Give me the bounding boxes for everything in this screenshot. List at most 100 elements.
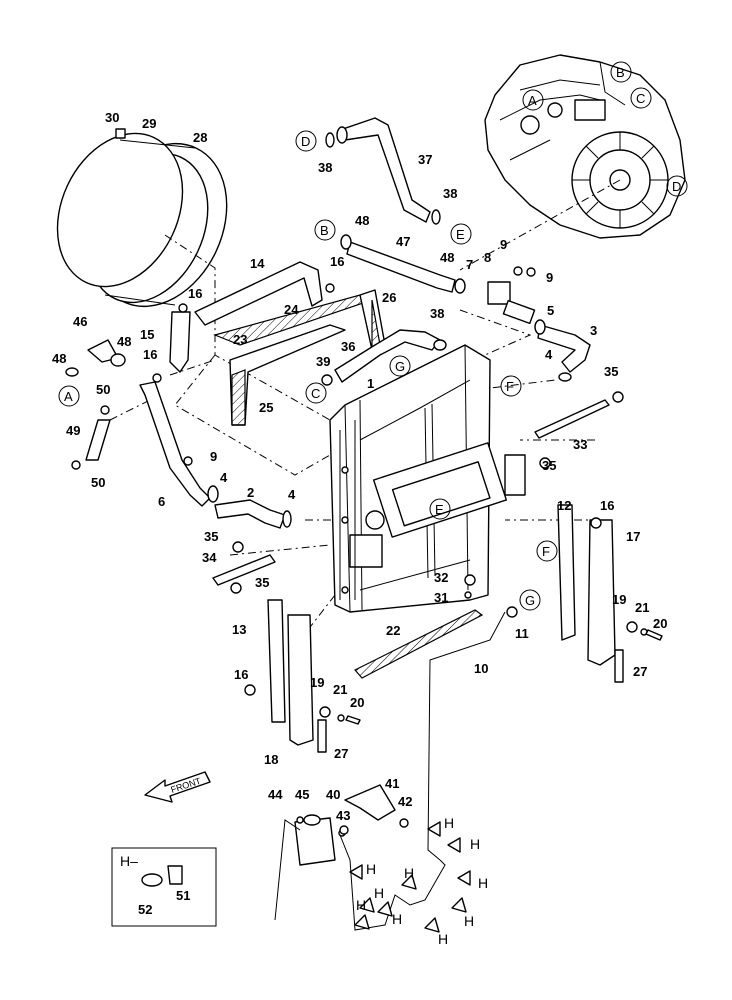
part-label-24: 24 <box>284 302 299 317</box>
part-label-3: 3 <box>590 323 597 338</box>
ref-B-engine: B <box>610 61 632 83</box>
tube-10 <box>427 611 506 861</box>
ref-A-hose: A <box>58 385 80 407</box>
part-label-13: 13 <box>232 622 246 637</box>
h-label-5: H <box>374 885 384 901</box>
svg-text:A: A <box>64 389 73 404</box>
part-label-16: 16 <box>143 347 157 362</box>
ref-A-engine: A <box>522 89 544 111</box>
part-label-43: 43 <box>336 808 350 823</box>
part-label-9: 9 <box>210 449 217 464</box>
part-label-11: 11 <box>515 626 529 641</box>
part-label-38: 38 <box>318 160 332 175</box>
part-label-35: 35 <box>542 458 556 473</box>
part-label-2: 2 <box>247 485 254 500</box>
seal-22 <box>354 609 484 679</box>
stay-34 <box>212 554 276 586</box>
part-label-38: 38 <box>443 186 457 201</box>
ref-E-radiator: E <box>429 498 451 520</box>
part-label-22: 22 <box>386 623 400 638</box>
part-label-18: 18 <box>264 752 278 767</box>
h-label-2: H <box>470 836 480 852</box>
h-markers <box>349 821 471 933</box>
ref-C-engine: C <box>630 87 652 109</box>
part-label-35: 35 <box>204 529 218 544</box>
ref-F-radiator: F <box>500 375 522 397</box>
svg-text:B: B <box>616 65 625 80</box>
part-label-32: 32 <box>434 570 448 585</box>
ref-E-hose: E <box>450 223 472 245</box>
svg-text:G: G <box>525 593 535 608</box>
part-label-41: 41 <box>385 776 399 791</box>
part-label-6: 6 <box>158 494 165 509</box>
part-label-19: 19 <box>612 592 626 607</box>
part-label-16: 16 <box>234 667 248 682</box>
svg-text:D: D <box>301 134 310 149</box>
rod-33 <box>534 399 610 439</box>
part-label-35: 35 <box>604 364 618 379</box>
ref-G-tube: G <box>519 589 541 611</box>
plate-17 <box>587 519 616 666</box>
part-label-19: 19 <box>310 675 324 690</box>
part-label-48: 48 <box>440 250 454 265</box>
part-label-21: 21 <box>333 682 347 697</box>
part-label-30: 30 <box>105 110 119 125</box>
plate-12 <box>557 504 576 641</box>
plate-18 <box>287 614 314 746</box>
h-label-4: H <box>478 875 488 891</box>
part-label-38: 38 <box>430 306 444 321</box>
part-label-37: 37 <box>418 152 432 167</box>
part-label-26: 26 <box>382 290 396 305</box>
plate-13 <box>267 599 286 723</box>
part-label-34: 34 <box>202 550 217 565</box>
fitting-8 <box>487 281 511 305</box>
part-label-29: 29 <box>142 116 156 131</box>
part-label-40: 40 <box>326 787 340 802</box>
h-label-3: H <box>366 861 376 877</box>
part-label-1: 1 <box>367 376 374 391</box>
svg-text:A: A <box>528 93 537 108</box>
part-label-33: 33 <box>573 437 587 452</box>
part-label-36: 36 <box>341 339 355 354</box>
hose-47 <box>346 241 456 293</box>
part-label-31: 31 <box>434 590 448 605</box>
part-label-48: 48 <box>52 351 66 366</box>
svg-text:B: B <box>320 223 329 238</box>
hose-37 <box>339 117 431 223</box>
inset-title: H– <box>120 853 138 869</box>
part-label-7: 7 <box>466 257 473 272</box>
part-label-23: 23 <box>233 332 247 347</box>
part-label-45: 45 <box>295 787 309 802</box>
part-label-27: 27 <box>633 664 647 679</box>
part-label-47: 47 <box>396 234 410 249</box>
part-label-4: 4 <box>220 470 228 485</box>
part-label-4: 4 <box>545 347 553 362</box>
hose-2 <box>214 499 286 529</box>
h-label-10: H <box>392 911 402 927</box>
part-label-42: 42 <box>398 794 412 809</box>
h-label-6: H <box>404 865 414 881</box>
part-label-12: 12 <box>557 498 571 513</box>
svg-text:E: E <box>456 227 465 242</box>
part-label-17: 17 <box>626 529 640 544</box>
part-label-16: 16 <box>188 286 202 301</box>
ref-G-radiator: G <box>389 355 411 377</box>
part-label-28: 28 <box>193 130 207 145</box>
part-label-25: 25 <box>259 400 273 415</box>
svg-text:E: E <box>435 502 444 517</box>
seal-27-left <box>317 719 327 753</box>
upper-frame-brackets <box>169 261 386 426</box>
part-label-46: 46 <box>73 314 87 329</box>
part-label-50: 50 <box>96 382 110 397</box>
part-label-10: 10 <box>474 661 488 676</box>
part-label-16: 16 <box>600 498 614 513</box>
part-label-27: 27 <box>334 746 348 761</box>
part-label-5: 5 <box>547 303 554 318</box>
part-label-44: 44 <box>268 787 283 802</box>
part-label-8: 8 <box>484 250 491 265</box>
part-label-49: 49 <box>66 423 80 438</box>
inset-box: H– <box>111 847 217 927</box>
